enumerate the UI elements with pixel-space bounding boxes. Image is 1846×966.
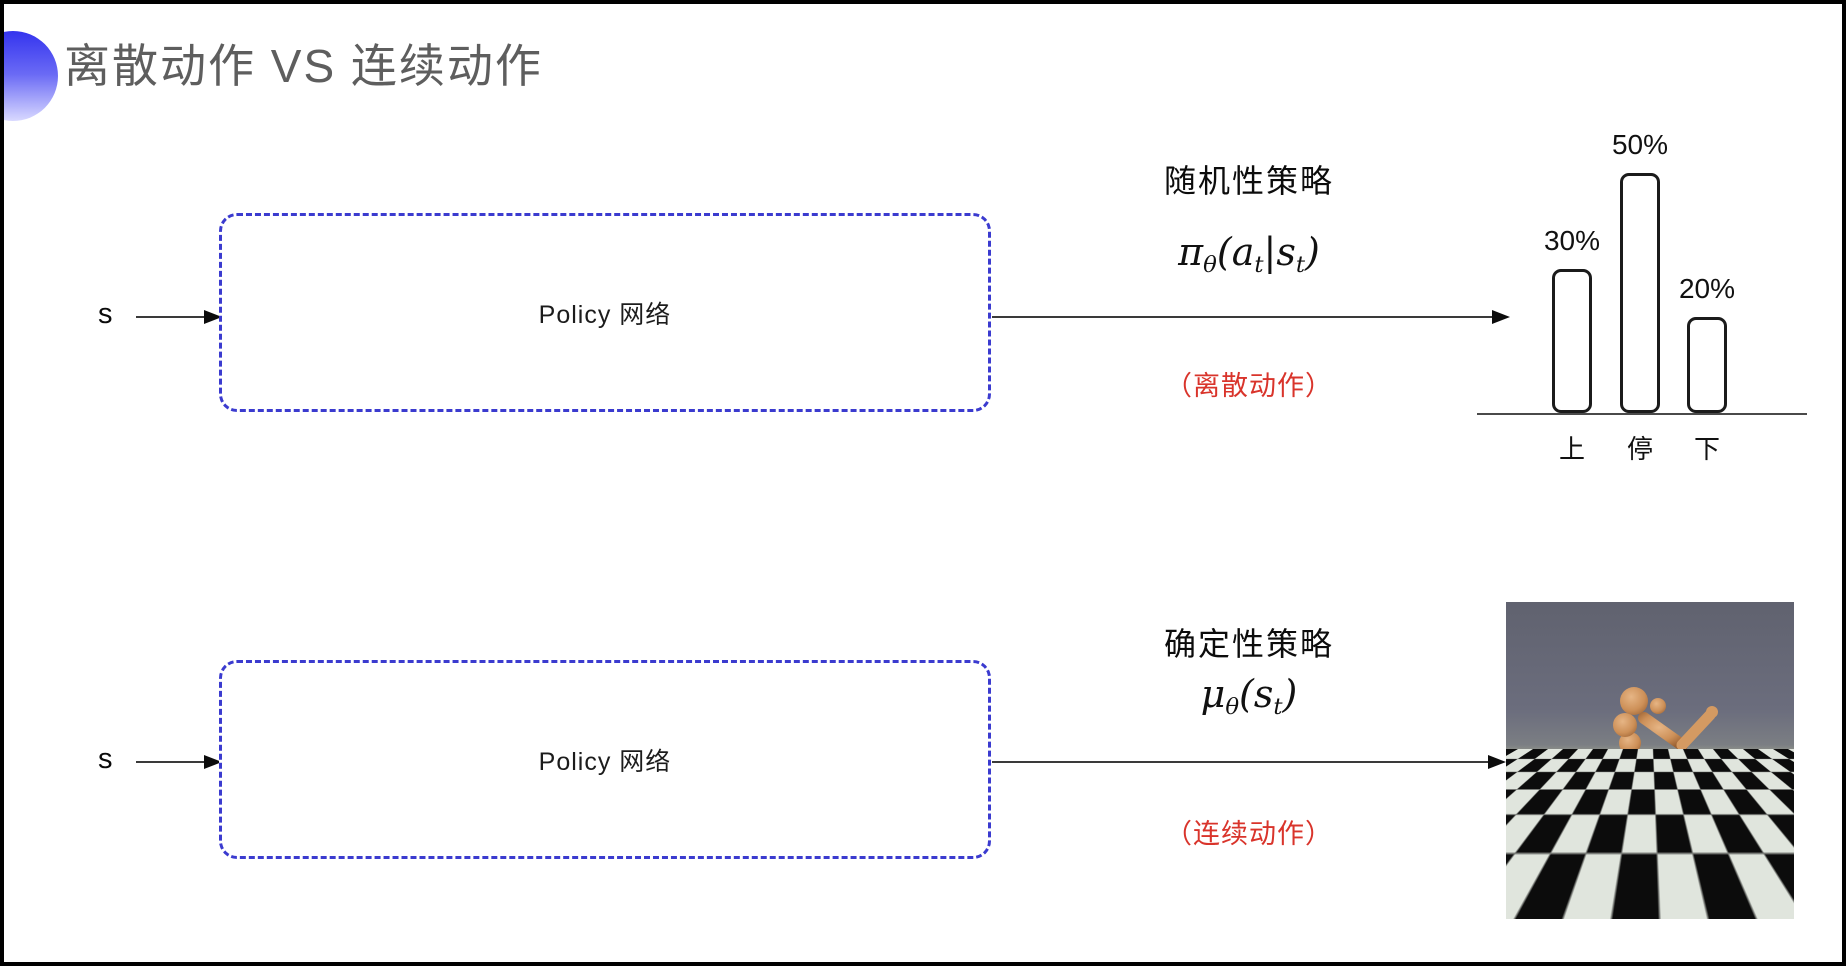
- input-arrow-bottom: [134, 752, 224, 772]
- policy-network-label-bottom: Policy 网络: [539, 742, 672, 778]
- output-arrow-top: [992, 307, 1512, 327]
- action-probability-chart: 30%上50%停20%下: [1447, 102, 1837, 472]
- deterministic-policy-title: 确定性策略: [1064, 619, 1434, 665]
- state-input-label-bottom: s: [98, 743, 113, 776]
- formula-open-s: (s: [1239, 672, 1273, 716]
- title-accent-icon: [0, 31, 58, 121]
- category-label: 下: [1662, 429, 1752, 466]
- probability-bar: [1620, 173, 1660, 413]
- formula-close: ): [1283, 672, 1298, 716]
- probability-bar: [1687, 317, 1727, 413]
- policy-network-box-bottom: Policy 网络: [219, 660, 991, 859]
- formula-t-sub: t: [1273, 694, 1282, 720]
- formula-close: ): [1305, 230, 1320, 274]
- policy-network-label-top: Policy 网络: [539, 295, 672, 331]
- formula-theta-sub: θ: [1203, 252, 1217, 278]
- input-arrow-top: [134, 307, 224, 327]
- continuous-action-note: （连续动作）: [1064, 812, 1434, 851]
- formula-t-sub: t: [1254, 252, 1263, 278]
- output-arrow-bottom: [992, 752, 1508, 772]
- formula-mu: μ: [1201, 672, 1226, 716]
- humanoid-figure: [1506, 602, 1794, 919]
- probability-bar: [1552, 269, 1592, 413]
- bar-value-label: 20%: [1662, 273, 1752, 305]
- page-title: 离散动作 VS 连续动作: [64, 30, 543, 96]
- formula-open-a: (a: [1217, 230, 1254, 274]
- state-input-label-top: s: [98, 298, 113, 331]
- policy-network-box-top: Policy 网络: [219, 213, 991, 412]
- formula-theta-sub: θ: [1225, 694, 1239, 720]
- stochastic-policy-title: 随机性策略: [1064, 156, 1434, 202]
- discrete-action-note: （离散动作）: [1064, 364, 1434, 403]
- formula-pi: π: [1178, 230, 1203, 274]
- stochastic-policy-formula: πθ(at|st): [1064, 230, 1434, 278]
- bar-value-label: 30%: [1527, 225, 1617, 257]
- humanoid-simulation-image: [1506, 602, 1794, 919]
- formula-t-sub2: t: [1296, 252, 1305, 278]
- deterministic-policy-formula: μθ(st): [1064, 672, 1434, 720]
- chart-baseline: [1477, 413, 1807, 415]
- bar-value-label: 50%: [1595, 129, 1685, 161]
- formula-bar-s: |s: [1264, 230, 1296, 274]
